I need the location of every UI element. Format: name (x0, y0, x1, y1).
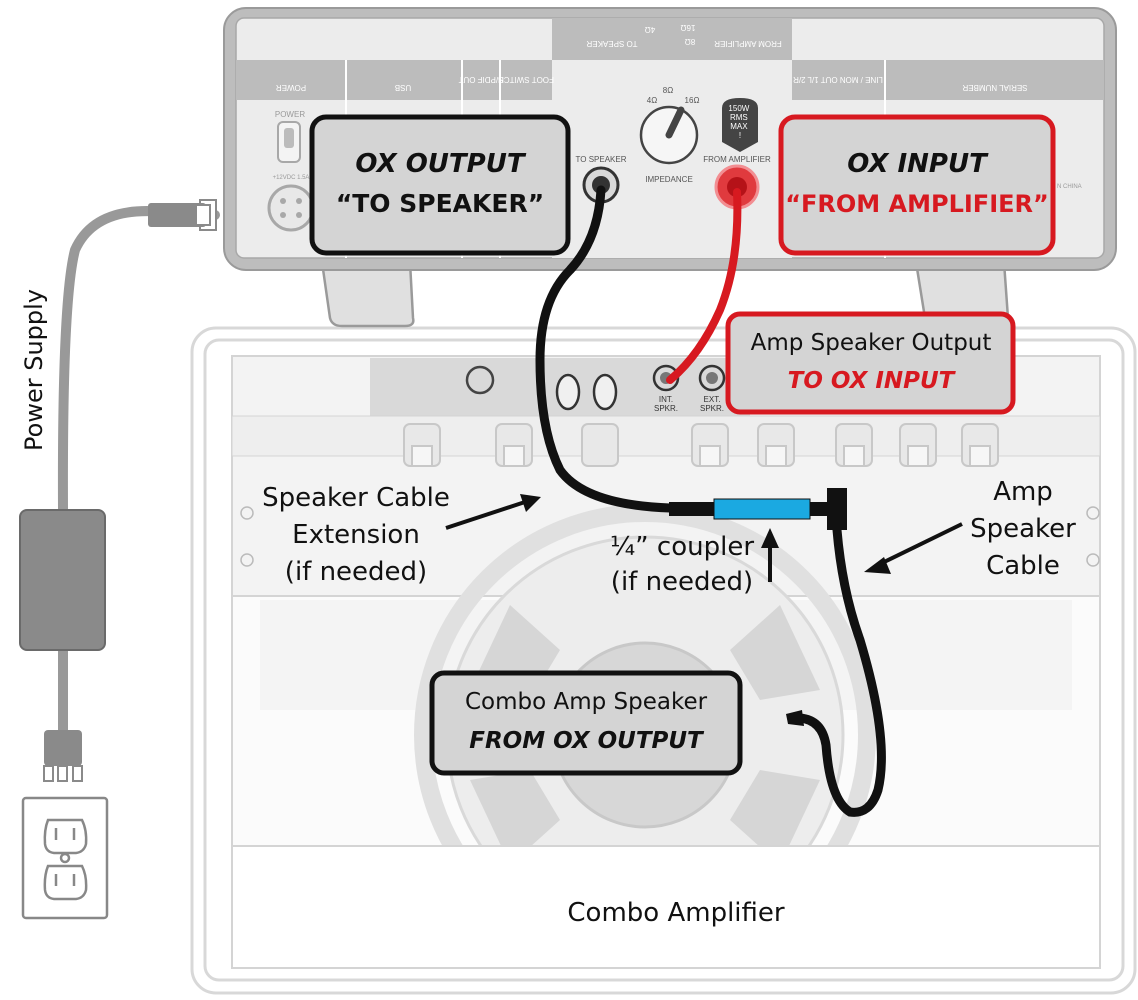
ox-input-title: OX INPUT (847, 149, 989, 179)
extension-cable (535, 185, 675, 513)
to-speaker-header: TO SPEAKER (586, 39, 637, 48)
power-cable (57, 206, 220, 515)
amp-output-callout: Amp Speaker Output TO OX INPUT (725, 311, 1016, 415)
speaker-tab-plug (786, 710, 804, 726)
impedance-label: IMPEDANCE (645, 175, 693, 184)
to-speaker-label: TO SPEAKER (576, 155, 627, 164)
svg-text:Extension: Extension (292, 520, 420, 550)
combo-callout-line2: FROM OX OUTPUT (469, 728, 705, 754)
spdif-header: S/PDIF OUT (458, 75, 503, 84)
rating-text: 150W RMS MAX ! (728, 104, 751, 140)
coupler-icon (713, 498, 811, 520)
dc-label: +12VDC 1.5A (273, 175, 310, 181)
made-in-label: N CHINA (1057, 184, 1082, 190)
power-supply (19, 199, 217, 782)
rating-badge (722, 98, 758, 152)
footswitch-header: FOOT SWITCH (498, 75, 554, 84)
ox-output-callout: OX OUTPUT “TO SPEAKER” (309, 114, 571, 256)
svg-text:Speaker: Speaker (970, 514, 1076, 544)
ohm-16-label: 16Ω (685, 96, 700, 105)
ox-output-title: OX OUTPUT (355, 149, 526, 179)
usb-header: USB (395, 83, 411, 92)
power-label: POWER (275, 110, 305, 119)
extension-plug (669, 502, 714, 516)
extension-arrow (445, 494, 541, 530)
amp-switch-icon (592, 373, 618, 411)
from-amp-header: FROM AMPLIFIER (714, 39, 782, 48)
header-ohm-8: 8Ω (685, 37, 695, 46)
line-out-header: LINE / MON OUT 1/L 2/R (793, 75, 883, 84)
amp-speaker-cable (795, 525, 886, 817)
amp-switch-icon (555, 373, 581, 411)
serial-header: SERIAL NUMBER (962, 83, 1027, 92)
svg-text:Speaker Cable: Speaker Cable (262, 483, 450, 513)
ox-input-sub: “FROM AMPLIFIER” (785, 190, 1049, 218)
amp-jack-icon (465, 365, 495, 395)
power-supply-label: Power Supply (20, 289, 48, 451)
ox-panel-header: POWER USB S/PDIF OUT FOOT SWITCH LINE / … (276, 23, 1028, 92)
amp-cable-arrow (864, 522, 963, 574)
power-header: POWER (276, 83, 306, 92)
power-supply-brick (19, 509, 106, 651)
right-angle-plug (827, 488, 847, 530)
combo-amplifier: INT.SPKR. EXT.SPKR. (190, 326, 1137, 995)
int-spkr-label: INT.SPKR. (654, 395, 678, 413)
amp-cable-label: Amp Speaker Cable (970, 477, 1076, 581)
combo-speaker-callout: Combo Amp Speaker FROM OX OUTPUT (429, 670, 743, 776)
ox-input-callout: OX INPUT “FROM AMPLIFIER” (778, 114, 1056, 256)
dc-input-jack[interactable] (267, 184, 315, 232)
red-speaker-cable (666, 188, 742, 384)
svg-text:¼” coupler: ¼” coupler (610, 532, 754, 562)
coupler-label: ¼” coupler (if needed) (610, 532, 754, 597)
coupler-arrow (761, 528, 779, 582)
amp-output-line2: TO OX INPUT (788, 368, 957, 394)
from-amp-label: FROM AMPLIFIER (703, 155, 771, 164)
header-ohm-4: 4Ω (645, 25, 655, 34)
combo-callout-line1: Combo Amp Speaker (465, 689, 708, 715)
ox-output-sub: “TO SPEAKER” (336, 189, 544, 218)
cables (57, 185, 886, 817)
ohm-4-label: 4Ω (647, 96, 657, 105)
combo-amplifier-label: Combo Amplifier (567, 898, 785, 928)
ohm-8-label: 8Ω (663, 86, 673, 95)
svg-text:Amp: Amp (993, 477, 1053, 507)
svg-text:(if needed): (if needed) (285, 557, 427, 587)
svg-text:Cable: Cable (986, 551, 1060, 581)
wall-outlet-icon (21, 796, 109, 920)
amp-output-line1: Amp Speaker Output (751, 330, 992, 356)
extension-label: Speaker Cable Extension (if needed) (262, 483, 450, 587)
coupler-assembly (669, 488, 847, 530)
power-plug-icon (44, 730, 82, 766)
header-ohm-16: 16Ω (681, 23, 696, 32)
svg-text:(if needed): (if needed) (611, 567, 753, 597)
ext-spkr-label: EXT.SPKR. (700, 395, 724, 413)
amp-knob-row (403, 423, 999, 467)
